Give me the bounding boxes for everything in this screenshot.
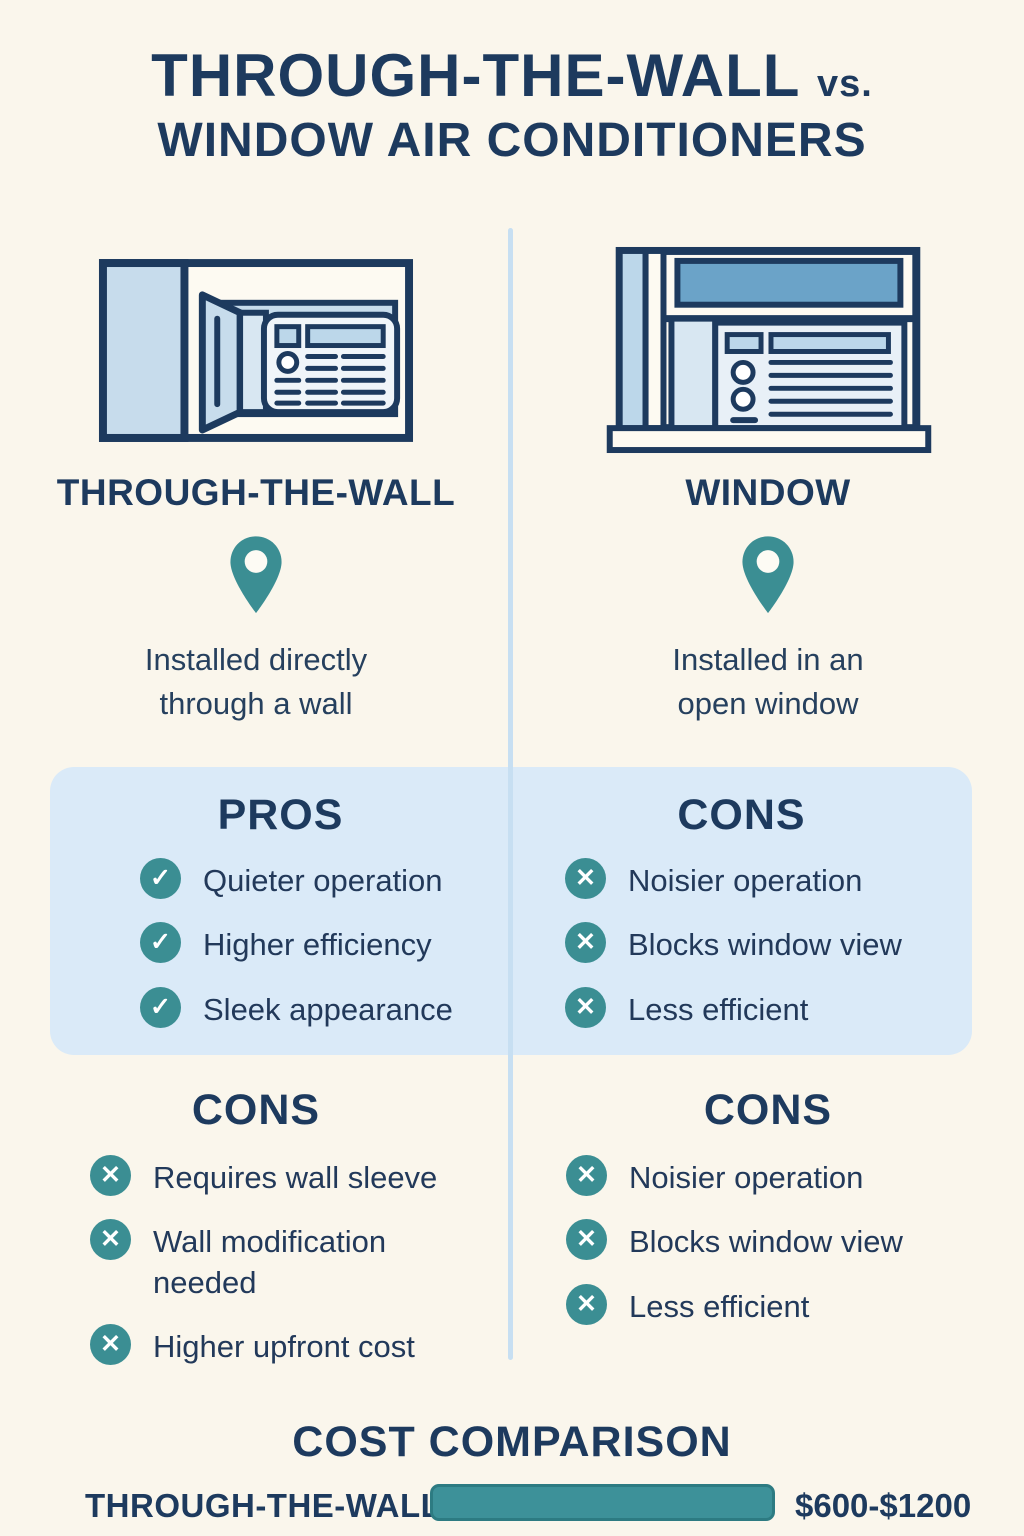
list-item: ✕ Blocks window view xyxy=(565,922,972,965)
pros-heading: PROS xyxy=(217,791,344,839)
item-label: Sleek appearance xyxy=(203,991,453,1027)
pros-section-through-the-wall: PROS ✓ Quieter operation ✓ Higher effici… xyxy=(50,767,511,1055)
list-item: ✕ Blocks window view xyxy=(566,1219,1024,1262)
location-pin-icon xyxy=(739,534,797,616)
cross-icon: ✕ xyxy=(90,1323,131,1365)
list-item: ✕ Less efficient xyxy=(565,986,972,1030)
cons-list: ✕ Noisier operation ✕ Blocks window view… xyxy=(511,858,972,1030)
list-item: ✕ Noisier operation xyxy=(566,1155,1024,1198)
list-item: ✕ Less efficient xyxy=(566,1283,1024,1327)
cons-heading: CONS xyxy=(677,791,806,839)
through-the-wall-ac-illustration xyxy=(97,236,415,464)
list-item: ✓ Higher efficiency xyxy=(140,922,511,965)
item-label: Quieter operation xyxy=(203,863,443,898)
column-divider xyxy=(508,228,513,1360)
column-label-through-the-wall: THROUGH-THE-WALL xyxy=(56,472,456,513)
title-line-1: THROUGH-THE-WALL vs. xyxy=(0,44,1024,107)
list-item: ✕ Higher upfront cost xyxy=(90,1323,512,1367)
list-item: ✓ Sleek appearance xyxy=(140,986,511,1030)
location-pin-icon xyxy=(227,534,285,616)
cross-icon: ✕ xyxy=(566,1219,607,1261)
cons-heading: CONS xyxy=(703,1086,833,1134)
title-line1-text: THROUGH-THE-WALL xyxy=(151,42,800,109)
check-icon: ✓ xyxy=(140,858,181,899)
column-label-window: WINDOW xyxy=(685,472,851,513)
item-label: Blocks window view xyxy=(628,927,902,963)
cross-icon: ✕ xyxy=(565,986,606,1028)
pros-cons-panel: PROS ✓ Quieter operation ✓ Higher effici… xyxy=(50,767,972,1055)
list-item: ✕ Wall modification needed xyxy=(90,1219,512,1303)
check-icon: ✓ xyxy=(140,922,181,964)
pros-list: ✓ Quieter operation ✓ Higher efficiency … xyxy=(50,858,511,1030)
cost-row-label: THROUGH-THE-WALL xyxy=(85,1487,442,1524)
through-the-wall-ac-icon xyxy=(98,259,414,442)
cons-section-window-bottom: CONS ✕ Noisier operation ✕ Blocks window… xyxy=(512,1086,1024,1388)
title-line-2: WINDOW AIR CONDITIONERS xyxy=(157,114,867,167)
list-item: ✕ Noisier operation xyxy=(565,858,972,901)
cost-row-through-the-wall: THROUGH-THE-WALL $600-$1200 xyxy=(0,1484,1024,1524)
cost-bar xyxy=(430,1484,775,1521)
cross-icon: ✕ xyxy=(90,1155,131,1196)
column-through-the-wall: THROUGH-THE-WALL Installed directly thro… xyxy=(0,236,512,726)
cross-icon: ✕ xyxy=(565,922,606,964)
item-label: Requires wall sleeve xyxy=(153,1160,438,1195)
item-label: Wall modification needed xyxy=(153,1224,387,1300)
cost-row-value: $600-$1200 xyxy=(795,1487,972,1524)
cross-icon: ✕ xyxy=(566,1283,607,1325)
column-description-window: Installed in an open window xyxy=(672,642,864,722)
window-ac-icon xyxy=(606,246,932,454)
item-label: Blocks window view xyxy=(629,1224,903,1260)
check-icon: ✓ xyxy=(140,986,181,1028)
list-item: ✓ Quieter operation xyxy=(140,858,511,901)
cross-icon: ✕ xyxy=(566,1155,607,1196)
cons-list: ✕ Noisier operation ✕ Blocks window view… xyxy=(512,1155,1024,1327)
lower-cons-sections: CONS ✕ Requires wall sleeve ✕ Wall modif… xyxy=(0,1086,1024,1388)
cons-list: ✕ Requires wall sleeve ✕ Wall modificati… xyxy=(0,1155,512,1367)
comparison-columns: THROUGH-THE-WALL Installed directly thro… xyxy=(0,236,1024,726)
window-ac-illustration xyxy=(603,236,933,464)
column-window: WINDOW Installed in an open window xyxy=(512,236,1024,726)
cross-icon: ✕ xyxy=(565,858,606,899)
cons-section-window-top: CONS ✕ Noisier operation ✕ Blocks window… xyxy=(511,767,972,1055)
item-label: Noisier operation xyxy=(628,863,863,898)
column-description-through-the-wall: Installed directly through a wall xyxy=(144,642,368,722)
title-vs-text: vs. xyxy=(816,63,873,105)
item-label: Less efficient xyxy=(628,991,809,1027)
page-title: THROUGH-THE-WALL vs. WINDOW AIR CONDITIO… xyxy=(0,44,1024,168)
item-label: Noisier operation xyxy=(629,1160,864,1195)
item-label: Higher efficiency xyxy=(203,927,432,963)
list-item: ✕ Requires wall sleeve xyxy=(90,1155,512,1198)
cost-comparison-heading: COST COMPARISON xyxy=(292,1418,732,1466)
item-label: Less efficient xyxy=(629,1288,810,1324)
cons-heading: CONS xyxy=(191,1086,321,1134)
cons-section-through-the-wall: CONS ✕ Requires wall sleeve ✕ Wall modif… xyxy=(0,1086,512,1388)
cross-icon: ✕ xyxy=(90,1219,131,1261)
item-label: Higher upfront cost xyxy=(153,1328,415,1364)
